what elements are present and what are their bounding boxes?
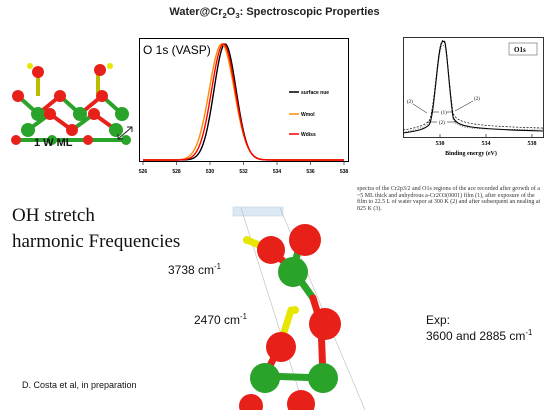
x-tick-label-530: 530 bbox=[206, 169, 215, 175]
series-line-wdiss bbox=[143, 43, 344, 161]
chart-title: O 1s (VASP) bbox=[143, 43, 211, 57]
x-tick-label-526: 526 bbox=[139, 169, 147, 175]
frequency-label-2: 2470 cm-1 bbox=[194, 312, 247, 327]
exp-legend-box bbox=[508, 42, 538, 56]
double-arrow-icon bbox=[117, 126, 133, 140]
x-tick-label-538: 538 bbox=[340, 169, 349, 175]
title-text: Water@Cr2O3: Spectroscopic Properties bbox=[169, 6, 380, 21]
x-tick-label-534: 534 bbox=[273, 169, 282, 175]
legend-surface-nue: surface nue bbox=[301, 90, 329, 96]
author-credit: D. Costa et al, in preparation bbox=[22, 380, 137, 390]
exp-curve-3 bbox=[402, 44, 544, 133]
experimental-values: 3600 and 2885 cm-1 bbox=[426, 328, 533, 343]
exp-tick-538: 538 bbox=[528, 141, 537, 147]
oh-stretch-heading: OH stretch harmonic Frequencies bbox=[12, 203, 180, 255]
experimental-label: Exp: bbox=[426, 313, 451, 327]
oh-title-line2: harmonic Frequencies bbox=[12, 231, 181, 252]
experimental-o1s-spectrum: O1s (2) (1) (2) (2) 530 534 538 Binding … bbox=[402, 37, 544, 157]
page-title: Water@Cr2O3: Spectroscopic Properties bbox=[0, 6, 549, 20]
exp-tick-530: 530 bbox=[436, 141, 445, 147]
x-tick-label-532: 532 bbox=[239, 169, 248, 175]
curve-label-2b: (2) bbox=[474, 97, 480, 102]
vasp-o1s-chart: O 1s (VASP) 526 528 530 532 534 536 538 surfac… bbox=[139, 38, 349, 175]
exp-tick-534: 534 bbox=[482, 141, 491, 147]
water-adsorption-structure-image bbox=[232, 206, 366, 410]
x-tick-label-528: 528 bbox=[172, 169, 181, 175]
curve-label-2a: (2) bbox=[407, 100, 413, 105]
frequency-label-1: 3738 cm-1 bbox=[168, 262, 221, 277]
structure-label: 1 W ML bbox=[34, 137, 73, 149]
exp-legend: O1s bbox=[514, 46, 526, 54]
structure-1wml-image bbox=[11, 63, 131, 145]
oh-title-line1: OH stretch bbox=[12, 205, 95, 226]
exp-curve-2 bbox=[402, 39, 544, 131]
plot-frame bbox=[139, 38, 349, 162]
curve-label-1: (1) bbox=[441, 111, 447, 116]
exp-xlabel: Binding energy (eV) bbox=[445, 150, 497, 157]
reference-caption: spectra of the Cr2p3/2 and O1s regions o… bbox=[357, 186, 541, 212]
viewer-toolbar bbox=[232, 206, 284, 217]
legend-wmol: Wmol bbox=[301, 112, 315, 118]
curve-label-3: (2) bbox=[439, 121, 445, 126]
legend-wdiss: Wdiss bbox=[301, 132, 316, 138]
x-tick-label-536: 536 bbox=[306, 169, 315, 175]
